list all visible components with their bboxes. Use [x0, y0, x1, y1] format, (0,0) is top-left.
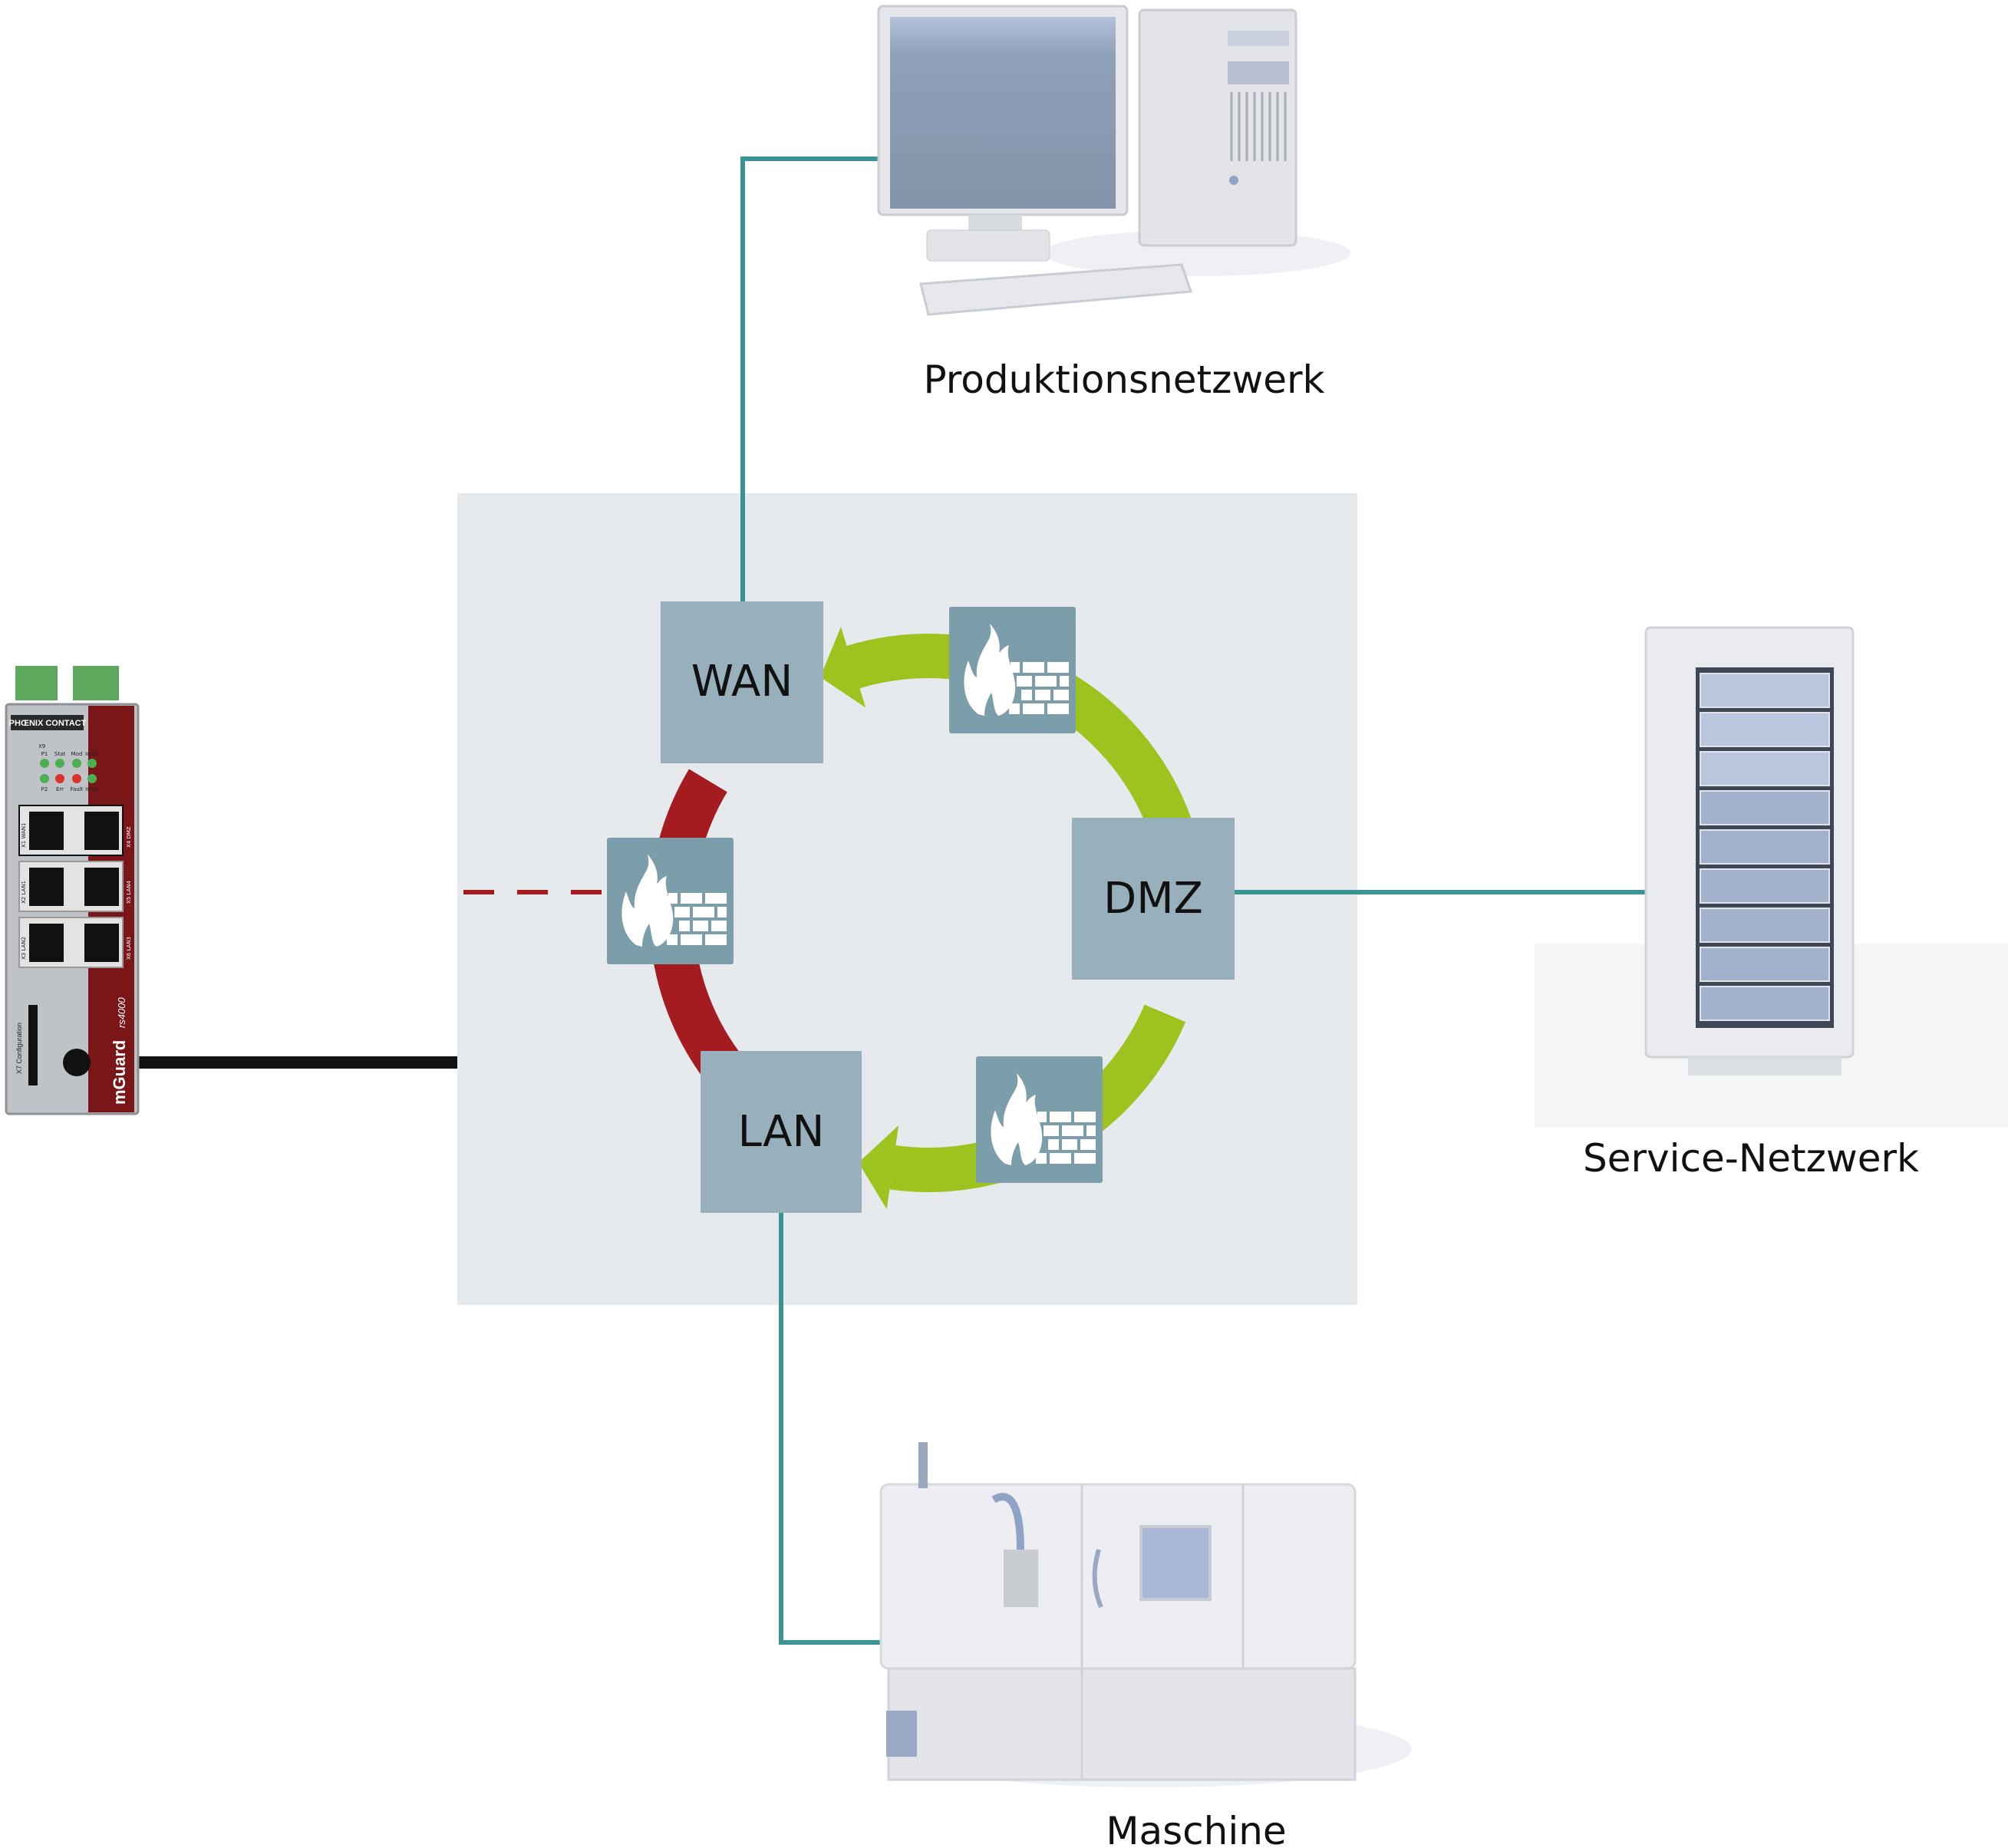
- device-x9-label: X9: [38, 743, 45, 749]
- led-label: P2: [41, 786, 48, 792]
- status-led: [40, 759, 49, 768]
- status-led: [40, 774, 49, 783]
- ethernet-port[interactable]: [84, 812, 119, 850]
- machine-icon: [879, 1442, 1412, 1787]
- rack-unit: [1700, 947, 1830, 982]
- device-brand: PHŒNIX CONTACT: [9, 719, 87, 728]
- rack-unit: [1700, 908, 1830, 943]
- led-label: Info2: [85, 751, 99, 757]
- status-led: [55, 759, 64, 768]
- computer-icon: [877, 5, 1350, 316]
- led-label: Fault: [71, 786, 84, 792]
- port-label: X3 LAN2: [21, 937, 27, 960]
- zone-wan[interactable]: WAN: [661, 601, 823, 763]
- flow-dmz-to-lan-arrowhead: [858, 1125, 899, 1210]
- led-label: Err: [56, 786, 64, 792]
- rack-unit: [1700, 868, 1830, 904]
- server-rack-icon: [1535, 626, 2008, 1128]
- port-label: X6 LAN3: [126, 937, 132, 960]
- machine-label: Maschine: [1106, 1809, 1286, 1848]
- led-label: P1: [41, 751, 48, 757]
- flow-dmz-to-wan-arrowhead: [820, 626, 866, 708]
- ethernet-port[interactable]: [29, 812, 64, 850]
- zone-dmz-label: DMZ: [1103, 874, 1203, 924]
- status-led: [87, 774, 97, 783]
- port-label: X4 DMZ: [126, 826, 132, 848]
- firewall-icon: [607, 838, 734, 964]
- port-label: X5 LAN4: [126, 880, 132, 904]
- rack-unit: [1700, 751, 1830, 786]
- rack-unit: [1700, 712, 1830, 747]
- production-network-label: Produktionsnetzwerk: [924, 357, 1325, 402]
- led-label: Info1: [85, 786, 99, 792]
- zone-lan-label: LAN: [738, 1107, 825, 1157]
- status-led: [72, 774, 81, 783]
- status-led: [72, 759, 81, 768]
- ethernet-port[interactable]: [84, 868, 119, 906]
- service-network-label: Service-Netzwerk: [1583, 1136, 1919, 1181]
- status-led: [55, 774, 64, 783]
- zone-wan-label: WAN: [691, 657, 793, 707]
- lan-link: [779, 1213, 881, 1645]
- port-label: X1 WAN1: [21, 823, 27, 848]
- device-model-suffix: rs4000: [116, 996, 127, 1028]
- led-label: Mod: [71, 751, 83, 757]
- rack-unit: [1700, 829, 1830, 865]
- firewall-icon: [976, 1056, 1103, 1183]
- ethernet-port[interactable]: [29, 924, 64, 962]
- port-label: X2 LAN1: [21, 881, 27, 904]
- rack-unit: [1700, 673, 1830, 708]
- device-config-port: X7 Configuration: [15, 1023, 23, 1074]
- zone-lan[interactable]: LAN: [701, 1051, 862, 1213]
- led-label: Stat: [54, 751, 65, 757]
- wan-link: [740, 156, 884, 601]
- rack-unit: [1700, 790, 1830, 825]
- firewall-icon: [949, 607, 1076, 733]
- status-led: [87, 759, 97, 768]
- rack-unit: [1700, 986, 1830, 1021]
- ethernet-port[interactable]: [29, 868, 64, 906]
- ethernet-port[interactable]: [84, 924, 119, 962]
- zone-dmz[interactable]: DMZ: [1072, 818, 1235, 980]
- device-model-name: mGuard: [110, 1040, 129, 1105]
